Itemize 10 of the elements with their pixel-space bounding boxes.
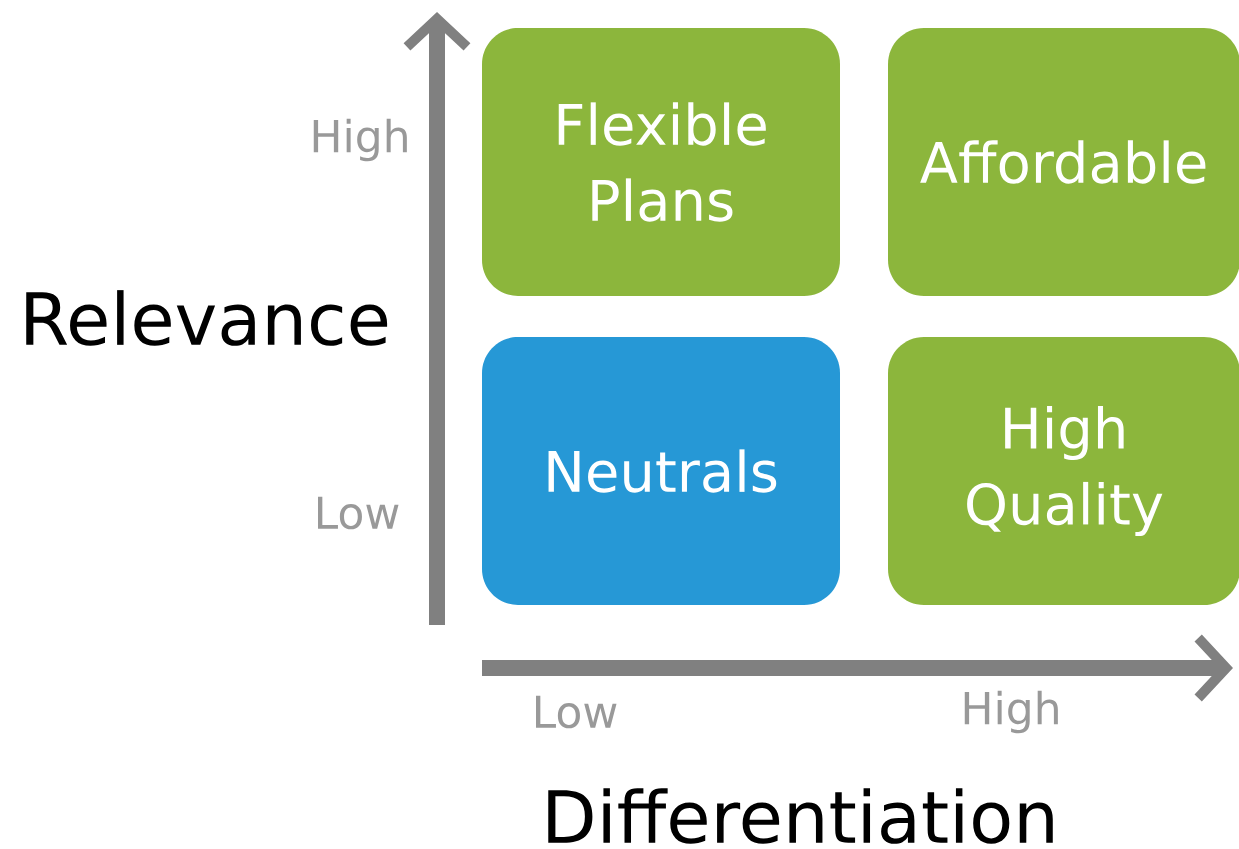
axis-tick-label: High — [313, 118, 407, 162]
quadrant-box: Neutrals — [482, 337, 840, 605]
quadrant-box: Affordable — [888, 28, 1239, 296]
quadrant-box: Flexible Plans — [482, 28, 840, 296]
axis-tick-label: Low — [318, 496, 399, 530]
axis-title: Relevance — [26, 290, 388, 346]
axis-tick-label: Low — [536, 695, 617, 729]
axis-tick-label: High — [964, 690, 1058, 734]
axis-title: Differentiation — [548, 788, 1053, 844]
quadrant-box: High Quality — [888, 337, 1239, 605]
